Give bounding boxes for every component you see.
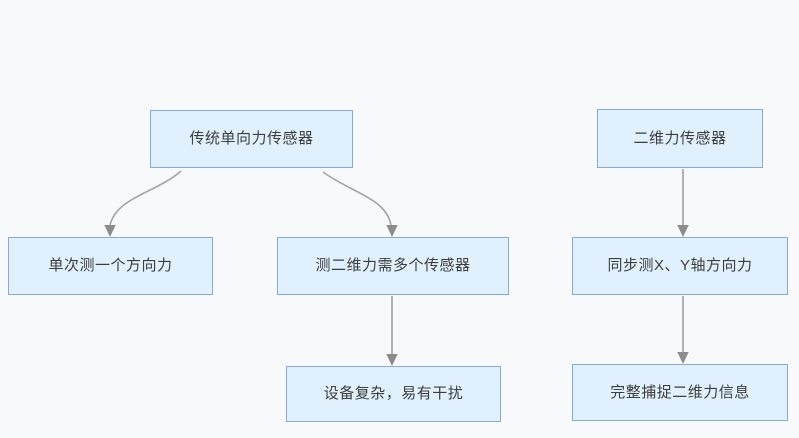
flow-node-complex-interference: 设备复杂，易有干扰 — [286, 366, 501, 422]
flow-node-label: 同步测X、Y轴方向力 — [607, 257, 753, 274]
flow-node-label: 测二维力需多个传感器 — [315, 257, 471, 274]
flow-node-full-capture-info: 完整捕捉二维力信息 — [572, 364, 788, 421]
flow-node-label: 二维力传感器 — [633, 129, 727, 147]
flow-node-label: 单次测一个方向力 — [48, 257, 173, 274]
edge-twodim-to-sync — [677, 169, 689, 237]
edge-sync-to-capture — [677, 296, 689, 364]
flow-node-label: 完整捕捉二维力信息 — [610, 383, 750, 401]
flow-node-label: 传统单向力传感器 — [189, 130, 314, 147]
edge-traditional-to-single — [104, 170, 182, 237]
edge-traditional-to-multiple — [322, 171, 398, 237]
flow-node-two-dim-sensor: 二维力传感器 — [597, 109, 763, 168]
flow-node-needs-multiple-sensors: 测二维力需多个传感器 — [277, 237, 509, 295]
flow-node-single-direction-only: 单次测一个方向力 — [8, 237, 213, 295]
flow-node-traditional-sensor: 传统单向力传感器 — [150, 110, 353, 168]
flow-node-sync-xy-measure: 同步测X、Y轴方向力 — [572, 237, 788, 295]
flow-node-label: 设备复杂，易有干扰 — [323, 385, 464, 402]
edge-multiple-to-complex — [386, 296, 398, 366]
